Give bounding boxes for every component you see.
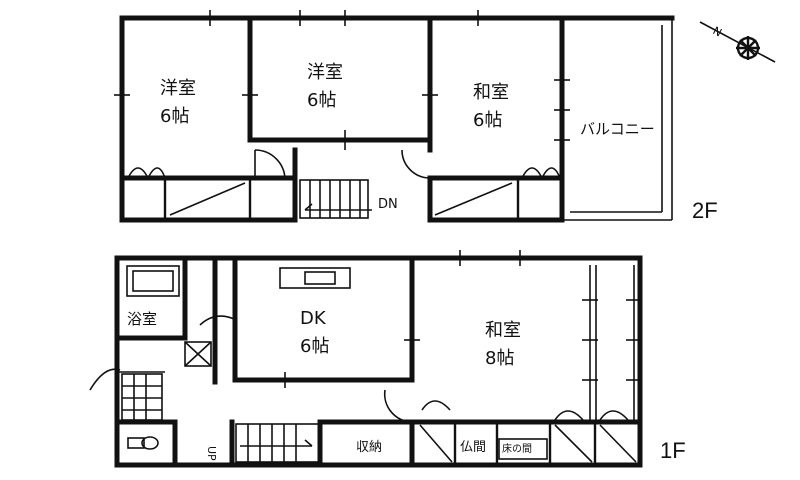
room-2f-western-b-size: 6帖 xyxy=(307,90,336,111)
floor-2f-label: 2F xyxy=(692,198,718,223)
stairs-down-label: DN xyxy=(378,197,398,212)
room-2f-western-b-name: 洋室 xyxy=(307,62,343,83)
dk-size: 6帖 xyxy=(300,336,329,357)
room-2f-japanese-name: 和室 xyxy=(473,82,509,103)
dk-name: DK xyxy=(300,308,327,329)
compass-north-icon xyxy=(699,21,776,63)
butsuma-label: 仏間 xyxy=(460,440,486,455)
stairs-up-label: UP xyxy=(205,446,218,461)
compass-n-label: N xyxy=(711,24,724,39)
washitsu-size: 8帖 xyxy=(485,348,514,369)
room-2f-western-a-name: 洋室 xyxy=(160,78,196,99)
washitsu-name: 和室 xyxy=(485,320,521,341)
floor-1f-label: 1F xyxy=(660,438,686,463)
bath-label: 浴室 xyxy=(127,310,157,328)
floor1-walls xyxy=(89,250,643,468)
room-2f-western-a-size: 6帖 xyxy=(160,106,189,127)
room-2f-japanese-size: 6帖 xyxy=(473,110,502,131)
floor2-walls xyxy=(114,10,675,223)
tokonoma-label: 床の間 xyxy=(502,442,532,455)
balcony-label: バルコニー xyxy=(580,120,655,138)
storage-label: 収納 xyxy=(356,440,382,455)
